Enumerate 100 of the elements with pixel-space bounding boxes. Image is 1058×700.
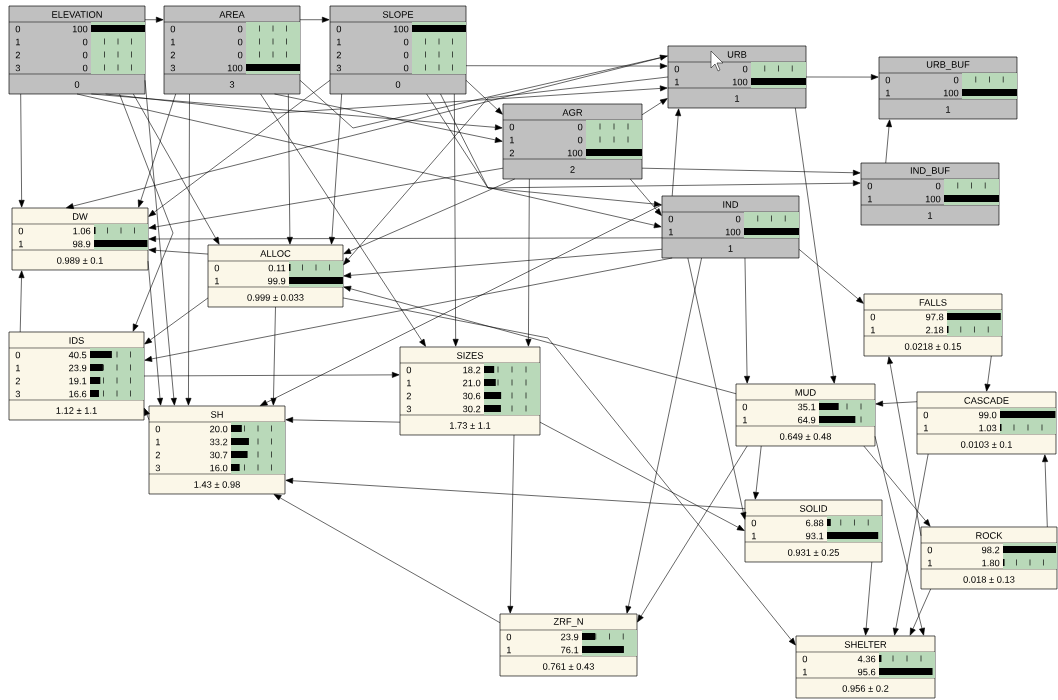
probability-value: 100 [925,195,941,203]
arrow [144,297,209,345]
node-title: ELEVATION [52,11,102,18]
node-title: IND [723,201,739,208]
arrow [91,93,503,131]
arrow [137,93,176,208]
state-label: 1 [803,668,807,676]
probability-value: 30.6 [462,392,481,400]
arrow [629,178,662,216]
probability-value: 0 [953,76,959,84]
arrow [863,561,873,636]
state-label: 0 [668,215,674,223]
arrow [1042,454,1048,528]
arrow [525,178,532,347]
state-label: 3 [155,464,161,472]
node-box [499,613,638,677]
probability-value: 16.0 [210,464,228,472]
arrow [148,167,504,230]
probability-value: 0 [577,123,583,131]
state-label: 1 [752,532,756,540]
node-box [163,5,301,95]
arrow [273,494,501,624]
arrow [984,355,992,392]
state-label: 0 [885,76,891,84]
state-label: 0 [509,123,515,131]
node-box [148,405,286,495]
node-title: ROCK [976,532,1003,539]
node-title: SIZES [456,352,484,359]
arrow [885,119,892,164]
mean-value: 1 [728,245,733,252]
node-box [329,5,467,95]
arrow [185,93,192,406]
arrow [147,260,163,406]
state-label: 0 [170,25,176,33]
node-title: URB_BUF [926,61,970,70]
node-box [735,383,876,447]
probability-value: 0 [82,51,88,59]
probability-value: 35.1 [797,403,816,411]
probability-value: 100 [227,64,243,72]
mean-value: 0.956 ± 0.2 [842,685,889,692]
mean-value: 0 [395,81,401,88]
mean-value: 1.43 ± 0.98 [194,481,240,488]
state-label: 1 [507,646,511,654]
state-label: 1 [171,38,175,46]
node-box [916,391,1057,455]
arrow [148,80,331,217]
state-label: 1 [675,78,679,86]
state-label: 0 [870,313,876,321]
state-label: 1 [215,277,219,285]
state-label: 1 [510,136,514,144]
mean-value: 1.12 ± 1.1 [56,407,97,414]
mean-value: 0.018 ± 0.13 [963,576,1015,583]
node-box [860,162,1000,226]
mean-value: 0 [74,81,80,88]
probability-value: 100 [567,149,583,157]
arrow [133,93,220,245]
node-box [661,195,800,259]
probability-value: 23.9 [69,364,87,372]
arrow [798,248,864,304]
node-title: URB [727,51,747,58]
state-label: 1 [337,38,341,46]
mean-value: 0.989 ± 0.1 [57,257,103,264]
arrow [259,204,663,406]
arrow [892,453,929,636]
arrow [329,93,342,245]
arrow [342,297,796,646]
state-label: 1 [924,424,928,432]
arrow [641,98,668,116]
probability-value: 98.2 [982,546,1000,554]
probability-value: 100 [393,25,409,33]
state-label: 3 [170,64,176,72]
probability-value: 0 [237,25,243,33]
probability-value: 0 [935,182,941,190]
state-label: 1 [868,195,872,203]
node-title: AGR [562,109,583,116]
node-title: CASCADE [964,397,1009,404]
state-label: 0 [214,264,220,272]
arrow [795,107,837,384]
arrow [863,445,931,527]
state-label: 1 [16,38,20,46]
probability-value: 95.6 [858,668,876,676]
probability-value: 0 [403,38,409,46]
arrow [452,93,459,347]
mean-value: 2 [570,166,575,173]
probability-value: 30.7 [209,451,228,459]
mean-value: 1.73 ± 1.1 [450,422,491,429]
arrow [119,93,174,332]
probability-value: 1.06 [73,227,91,235]
probability-value: 16.6 [69,390,87,398]
arrow [299,54,668,129]
arrow [285,477,746,510]
arrow [343,76,669,265]
arrow [874,435,925,636]
state-label: 0 [802,655,808,663]
node-title: SH [210,411,223,418]
probability-value: 40.5 [68,351,87,359]
state-label: 2 [155,451,160,459]
probability-value: 0 [82,64,88,72]
mean-value: 3 [229,81,235,88]
node-title: IDS [69,337,84,344]
